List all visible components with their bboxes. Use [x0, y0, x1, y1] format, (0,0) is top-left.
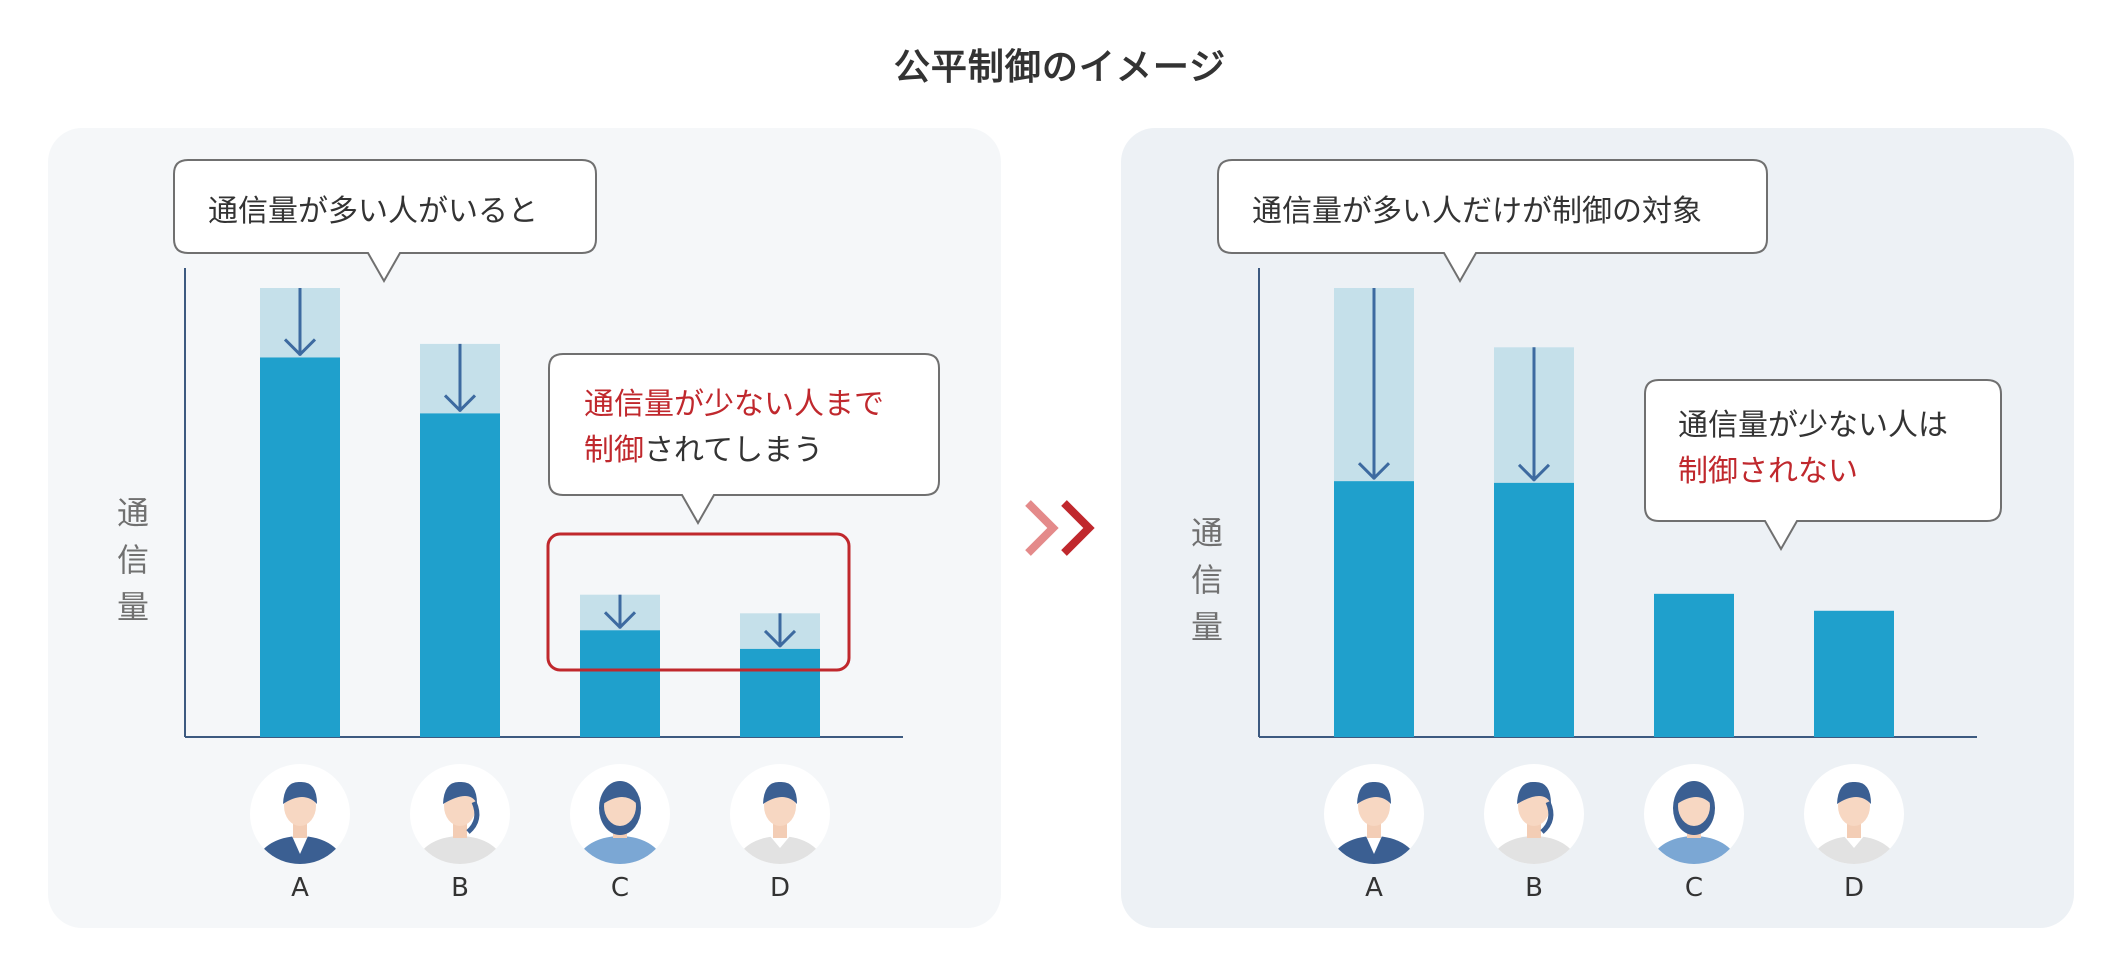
avatar-collar: [1366, 836, 1382, 854]
left-panel: [48, 128, 1001, 928]
left-mid-bubble-text: 通信量が少ない人まで 制御されてしまう: [584, 382, 884, 474]
avatar-body: [1490, 836, 1578, 864]
avatar-body: [1650, 836, 1738, 864]
bar: [740, 648, 820, 737]
avatar-figure: [1810, 781, 1898, 864]
x-tick-label: A: [291, 873, 309, 903]
right-panel: [1121, 128, 2074, 928]
down-arrow-head: [283, 338, 317, 356]
avatar-figure: [736, 781, 824, 864]
man-suit-icon: [1324, 764, 1424, 864]
page-title: 公平制御のイメージ: [893, 47, 1227, 88]
man-shirt-icon: [730, 764, 830, 864]
x-tick-label: C: [1684, 873, 1704, 903]
x-tick-label: B: [451, 873, 469, 903]
avatar-hair: [1677, 781, 1711, 804]
right-mid-bubble-line1: 通信量が少ない人は: [1678, 408, 1948, 443]
woman-ponytail-icon: [410, 764, 510, 864]
avatar-hair: [1837, 781, 1871, 804]
double-chevron-right-icon: [1025, 500, 1059, 556]
avatar-body: [416, 836, 504, 864]
avatar-figure: [1650, 781, 1738, 864]
bar: [1334, 481, 1414, 737]
right-mid-bubble-red: 制御されない: [1678, 454, 1858, 489]
avatar-figure: [1490, 781, 1578, 864]
right-mid-bubble-text: 通信量が少ない人は 制御されない: [1678, 403, 1948, 495]
avatar-hair: [443, 781, 477, 804]
avatar-figure: [576, 781, 664, 864]
right-top-bubble: [1217, 159, 1768, 284]
x-tick-label: C: [610, 873, 630, 903]
bar: [260, 357, 340, 737]
bar: [1814, 610, 1894, 737]
down-arrow-head: [1357, 462, 1391, 480]
y-label-char: 信: [116, 541, 149, 579]
y-label-char: 量: [116, 588, 149, 626]
woman-blouse-icon: [570, 764, 670, 864]
avatar-hair: [603, 781, 637, 804]
avatar-hair: [283, 781, 317, 804]
down-arrow-head: [603, 611, 637, 629]
avatar-collar: [770, 836, 790, 848]
avatar-hair: [1357, 781, 1391, 804]
avatar-hair: [1517, 781, 1551, 804]
avatar-figure: [416, 781, 504, 864]
avatar-hair: [763, 781, 797, 804]
left-mid-bubble-line1: 通信量が少ない人まで: [584, 387, 884, 422]
woman-blouse-icon: [1644, 764, 1744, 864]
avatar-figure: [1330, 781, 1418, 864]
y-label-char: 通: [116, 494, 149, 532]
highlight-frame: [546, 532, 851, 672]
y-label-char: 信: [1190, 561, 1223, 599]
left-mid-bubble-red: 制御: [584, 433, 644, 468]
left-mid-bubble-rest: されてしまう: [644, 433, 824, 468]
left-mid-bubble: [548, 353, 940, 526]
avatar-collar: [1844, 836, 1864, 848]
left-y-axis-label: 通 信 量: [113, 490, 153, 631]
avatar-body: [256, 836, 344, 864]
left-top-bubble-text: 通信量が多い人がいると: [208, 194, 538, 229]
right-top-bubble-text: 通信量が多い人だけが制御の対象: [1252, 194, 1702, 229]
y-label-char: 量: [1190, 608, 1223, 646]
avatar-ponytail: [466, 800, 480, 834]
avatar-ponytail: [1540, 800, 1554, 834]
bar: [1654, 593, 1734, 737]
bar: [580, 630, 660, 737]
double-chevron-right-icon: [1061, 500, 1095, 556]
down-arrow-head: [763, 629, 797, 648]
x-tick-label: D: [1843, 873, 1865, 903]
avatar-body: [576, 836, 664, 864]
man-shirt-icon: [1804, 764, 1904, 864]
left-top-bubble: [173, 159, 597, 284]
avatar-body: [1810, 836, 1898, 864]
man-suit-icon: [250, 764, 350, 864]
avatar-figure: [256, 781, 344, 864]
x-tick-label: A: [1365, 873, 1383, 903]
y-label-char: 通: [1190, 514, 1223, 552]
down-arrow-head: [1517, 463, 1551, 482]
x-tick-label: B: [1525, 873, 1543, 903]
avatar-body: [1330, 836, 1418, 864]
bar: [420, 413, 500, 737]
avatar-collar: [292, 836, 308, 854]
x-tick-label: D: [769, 873, 791, 903]
bar: [1494, 482, 1574, 737]
right-mid-bubble: [1644, 379, 2002, 552]
woman-ponytail-icon: [1484, 764, 1584, 864]
right-y-axis-label: 通 信 量: [1187, 510, 1227, 651]
down-arrow-head: [443, 394, 477, 412]
avatar-body: [736, 836, 824, 864]
